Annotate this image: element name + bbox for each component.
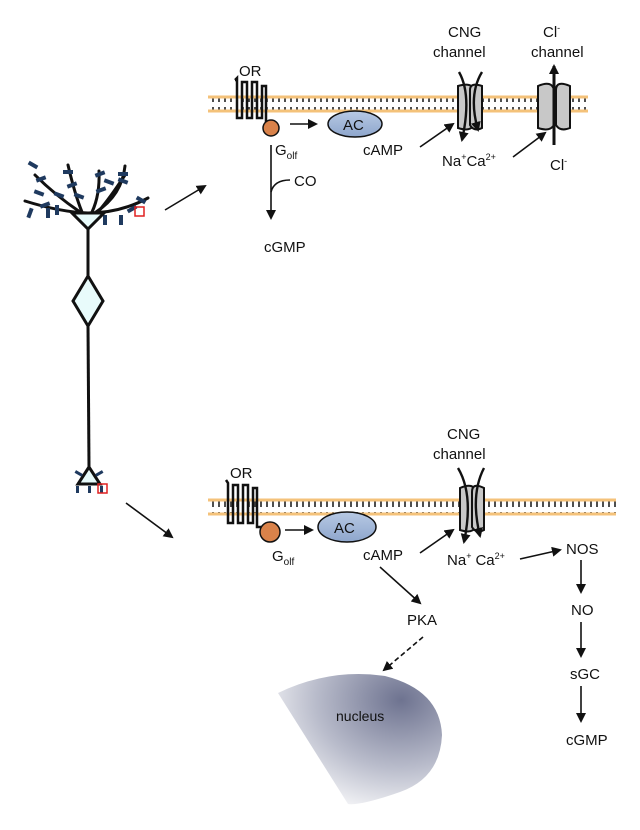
dendritic-knob <box>68 211 108 232</box>
golf-bottom <box>259 521 281 543</box>
nucleus-label: nucleus <box>336 708 384 724</box>
cgmp-label-top: cGMP <box>264 239 306 256</box>
terminal-highlight-box <box>97 483 108 494</box>
pka-to-nucleus-arrow <box>382 636 424 672</box>
cilia-knobs <box>26 160 147 225</box>
cl-channel-label-1: Cl- <box>543 23 560 41</box>
golf-top <box>262 119 280 137</box>
cng-label-top-1: CNG <box>448 24 481 41</box>
cl-channel <box>537 64 571 145</box>
cilia-highlight-box <box>134 206 145 217</box>
cl-ion-label: Cl- <box>550 156 567 174</box>
cl-channel-label-2: channel <box>531 44 584 61</box>
pka-label: PKA <box>407 612 437 629</box>
membrane-top <box>208 95 588 113</box>
ions-bottom: Na+Ca2+ <box>447 551 505 569</box>
ac-label-bottom: AC <box>334 520 355 537</box>
axon <box>86 325 91 468</box>
neuron <box>23 160 150 494</box>
cilia-panel: OR Golf AC CO cGMP cAMP CNG channel Na+C… <box>208 23 588 256</box>
ac-enzyme-bottom <box>317 511 377 543</box>
ac-label-top: AC <box>343 117 364 134</box>
or-receptor-bottom <box>224 479 262 529</box>
camp-label-bottom: cAMP <box>363 547 403 564</box>
membrane-bottom <box>208 498 616 516</box>
co-label: CO <box>294 173 317 190</box>
golf-label-top: Golf <box>275 142 297 162</box>
terminal-panel: OR Golf AC cAMP CNG channel Na+Ca2+ NOS … <box>208 426 616 805</box>
arrow-to-terminal-panel <box>125 502 174 539</box>
ions-top: Na+Ca2+ <box>442 152 496 170</box>
cgmp-label-bottom: cGMP <box>566 732 608 749</box>
ac-enzyme-top <box>327 110 383 138</box>
or-receptor-top <box>234 74 272 124</box>
golf-label-bottom: Golf <box>272 548 294 568</box>
cng-channel-top <box>457 71 484 142</box>
sgc-label: sGC <box>570 666 600 683</box>
cng-label-top-2: channel <box>433 44 486 61</box>
soma <box>71 273 105 329</box>
camp-label-top: cAMP <box>363 142 403 159</box>
nucleus <box>278 674 442 805</box>
nos-label: NOS <box>566 541 599 558</box>
cng-channel-bottom <box>456 467 486 544</box>
no-label: NO <box>571 602 594 619</box>
or-label-top: OR <box>239 63 262 80</box>
arrow-to-cilia-panel <box>164 184 207 211</box>
cng-label-bottom-2: channel <box>433 446 486 463</box>
or-label-bottom: OR <box>230 465 253 482</box>
axon-terminal <box>75 464 103 486</box>
cng-label-bottom-1: CNG <box>447 426 480 443</box>
